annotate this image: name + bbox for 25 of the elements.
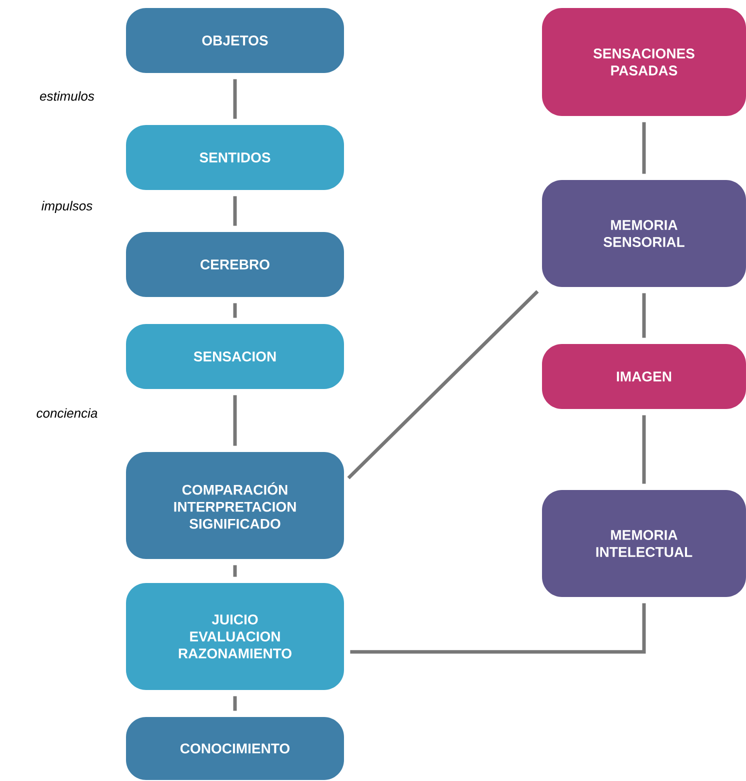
process-box: MEMORIA SENSORIAL (542, 180, 746, 287)
process-box: JUICIO EVALUACION RAZONAMIENTO (126, 583, 344, 690)
process-box: CEREBRO (126, 232, 344, 297)
connector-line (233, 79, 237, 119)
connector-line (233, 565, 237, 577)
connector-line (350, 603, 646, 654)
side-label: conciencia (36, 408, 98, 418)
side-label: estimulos (40, 91, 94, 101)
process-box: SENSACION (126, 324, 344, 389)
connector-line (233, 696, 237, 711)
process-box: OBJETOS (126, 8, 344, 73)
connector-line (642, 293, 646, 338)
connector-line (233, 395, 237, 446)
process-box: COMPARACIÓN INTERPRETACION SIGNIFICADO (126, 452, 344, 559)
connector-line (642, 415, 646, 484)
connector-line (233, 196, 237, 226)
side-label: impulsos (42, 200, 92, 214)
connector-line (233, 303, 237, 318)
connector-line (347, 290, 539, 480)
process-box: CONOCIMIENTO (126, 717, 344, 780)
process-box: IMAGEN (542, 344, 746, 409)
process-box: SENTIDOS (126, 125, 344, 190)
process-box: MEMORIA INTELECTUAL (542, 490, 746, 597)
process-box: SENSACIONES PASADAS (542, 8, 746, 116)
connector-line (642, 122, 646, 174)
